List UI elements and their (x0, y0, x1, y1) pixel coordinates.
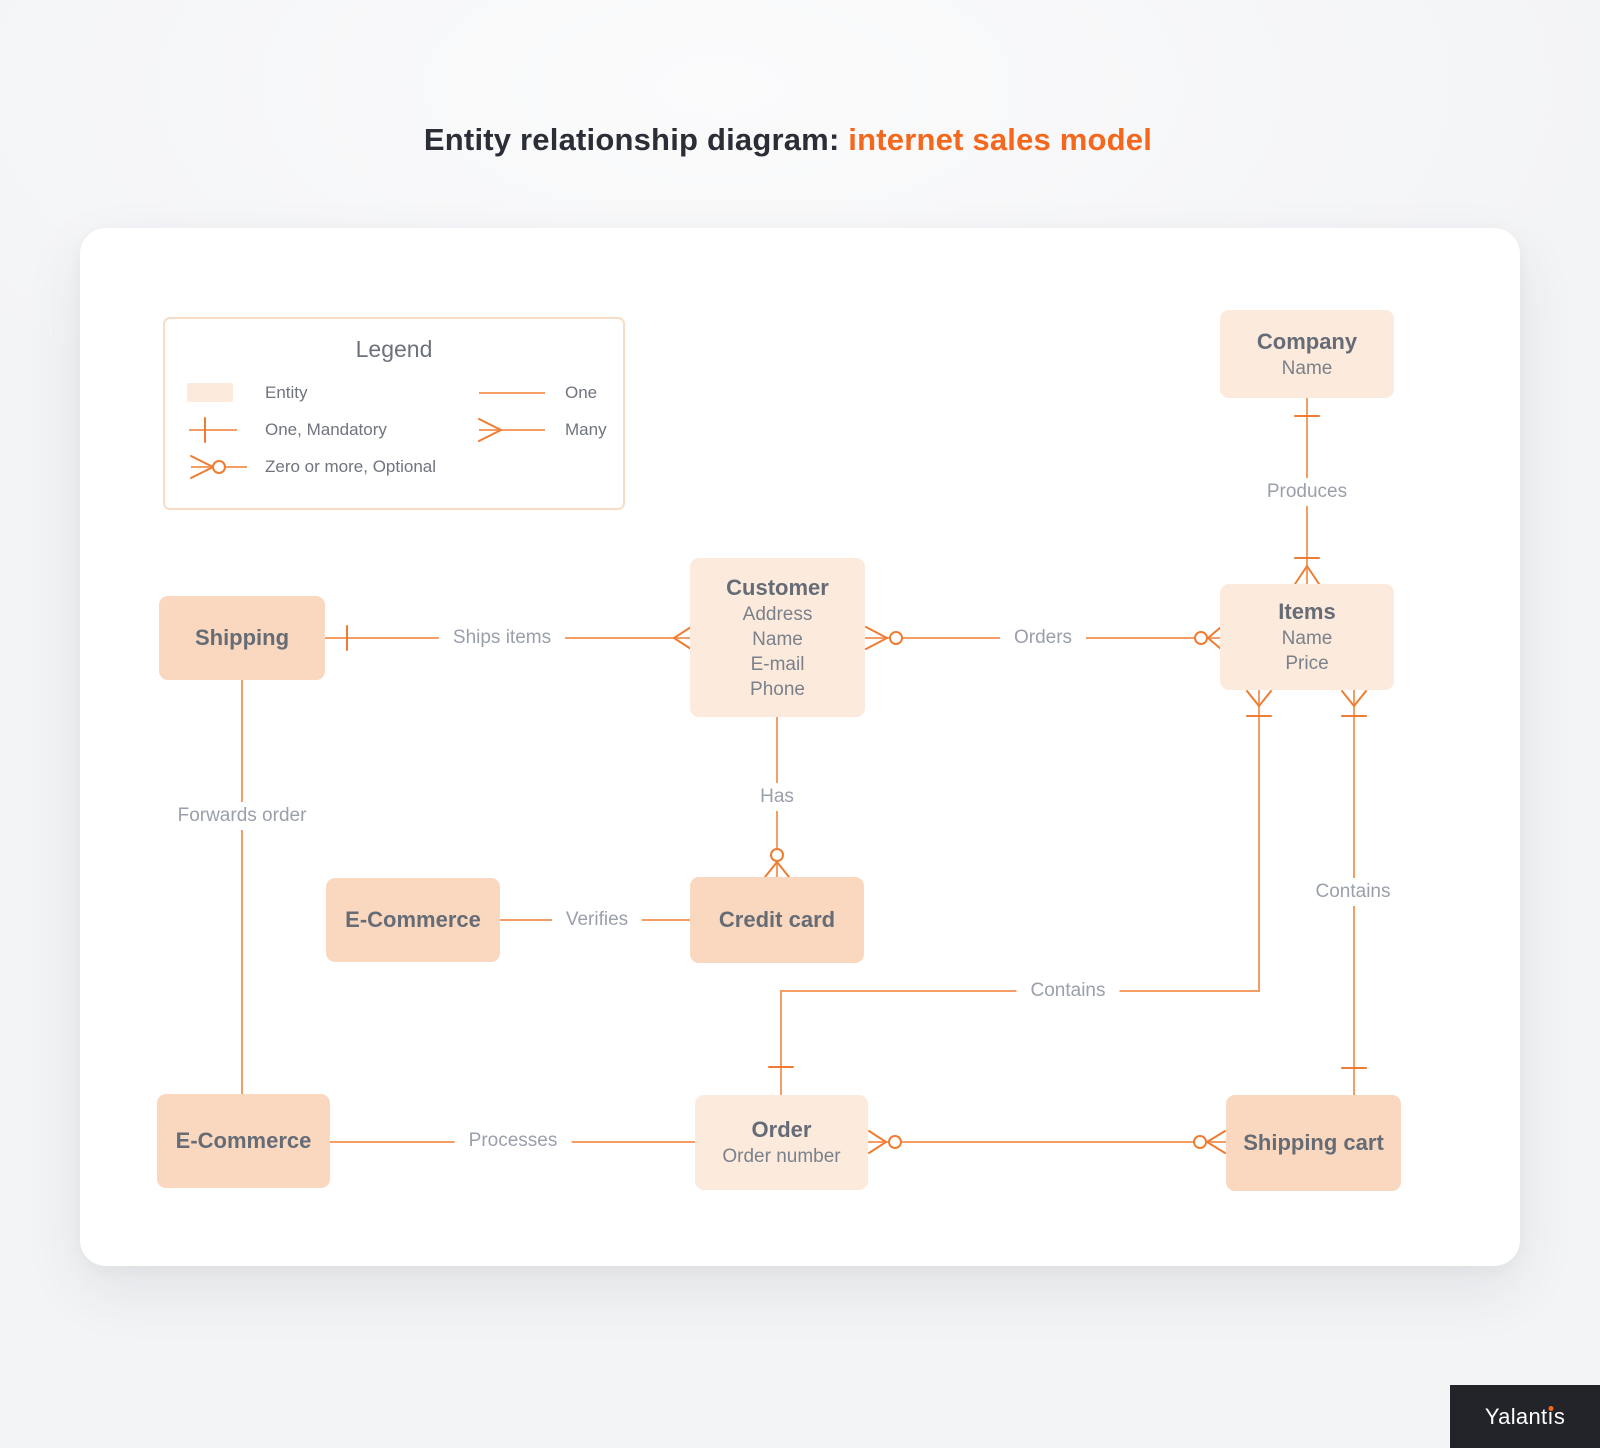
legend: Legend Entity One, Mandatory Zero or mor… (163, 317, 625, 510)
many-symbol (1294, 565, 1320, 585)
entity-customer: Customer Address Name E-mail Phone (690, 558, 865, 717)
zero-optional-circle (888, 1135, 902, 1149)
entity-ecommerce-mid: E-Commerce (326, 878, 500, 962)
many-symbol (868, 1130, 887, 1154)
entity-items-title: Items (1278, 599, 1336, 624)
relationship-label-processes: Processes (454, 1127, 572, 1155)
zero-optional-circle (889, 631, 903, 645)
brand-i-orange-dot: ı (1547, 1403, 1554, 1429)
entity-ecommerce-mid-title: E-Commerce (345, 907, 481, 932)
legend-label-zero-or-more: Zero or more, Optional (265, 457, 437, 476)
entity-credit-card-title: Credit card (718, 907, 836, 932)
many-symbol (1206, 1130, 1226, 1154)
entity-shipping: Shipping (159, 596, 325, 680)
entity-company-attribute: Name (1281, 357, 1333, 379)
entity-ecommerce-bottom: E-Commerce (157, 1094, 330, 1188)
entity-customer-attribute: E-mail (750, 653, 805, 675)
relationship-label-ships-items: Ships items (438, 624, 566, 652)
zero-optional-circle (1193, 1135, 1207, 1149)
relationship-label-orders: Orders (999, 624, 1087, 652)
brand-name: Yalantıs (1484, 1403, 1566, 1429)
entity-company-title: Company (1256, 328, 1358, 354)
many-symbol (1207, 626, 1222, 650)
entity-credit-card: Credit card (690, 877, 864, 963)
many-symbol (764, 861, 790, 878)
many-symbol (1246, 690, 1272, 707)
one-symbol (479, 392, 545, 394)
relationship-label-produces: Produces (1252, 478, 1362, 506)
entity-customer-attribute: Name (752, 628, 803, 650)
many-symbol (673, 626, 692, 650)
legend-label-one-mandatory: One, Mandatory (265, 420, 387, 439)
entity-shipping-title: Shipping (194, 625, 290, 650)
entity-items: Items Name Price (1220, 584, 1394, 690)
entity-shipping-cart-title: Shipping cart (1243, 1130, 1384, 1155)
many-symbol (865, 626, 888, 650)
zero-or-more-optional-symbol (190, 455, 247, 479)
relationship-label-contains-items-cart: Contains (1301, 878, 1405, 906)
relationship-label-contains-order-items: Contains (1016, 977, 1120, 1005)
zero-optional-circle (770, 848, 784, 862)
entity-customer-title: Customer (726, 574, 829, 600)
relationship-label-has: Has (746, 783, 808, 811)
legend-label-many: Many (565, 420, 607, 439)
entity-customer-attribute: Phone (750, 678, 805, 700)
zero-optional-circle (1194, 631, 1208, 645)
entity-shipping-cart: Shipping cart (1226, 1095, 1401, 1191)
one-mandatory-symbol (189, 417, 237, 443)
entity-items-attribute: Price (1285, 653, 1329, 674)
entity-ecommerce-bottom-title: E-Commerce (175, 1128, 312, 1153)
legend-label-entity: Entity (265, 383, 308, 402)
entity-customer-attribute: Address (742, 603, 813, 625)
entity-order: Order Order number (695, 1095, 868, 1190)
brand-logo: Yalantıs (1450, 1385, 1600, 1448)
page-title-prefix: Entity relationship diagram: (423, 122, 849, 157)
entity-order-attribute: Order number (722, 1146, 841, 1167)
legend-label-one: One (565, 383, 598, 402)
relationship-label-forwards-order: Forwards order (163, 802, 321, 830)
entity-company: Company Name (1220, 310, 1394, 398)
page-title-highlight: internet sales model (848, 122, 1153, 157)
entity-swatch-symbol (187, 383, 233, 402)
entity-order-title: Order (751, 1117, 812, 1142)
many-symbol (1341, 690, 1367, 707)
many-symbol (478, 418, 545, 442)
relationship-label-verifies: Verifies (551, 906, 643, 934)
entity-items-attribute: Name (1281, 628, 1333, 649)
legend-title: Legend (355, 336, 433, 362)
page-title: Entity relationship diagram: internet sa… (0, 122, 1576, 158)
